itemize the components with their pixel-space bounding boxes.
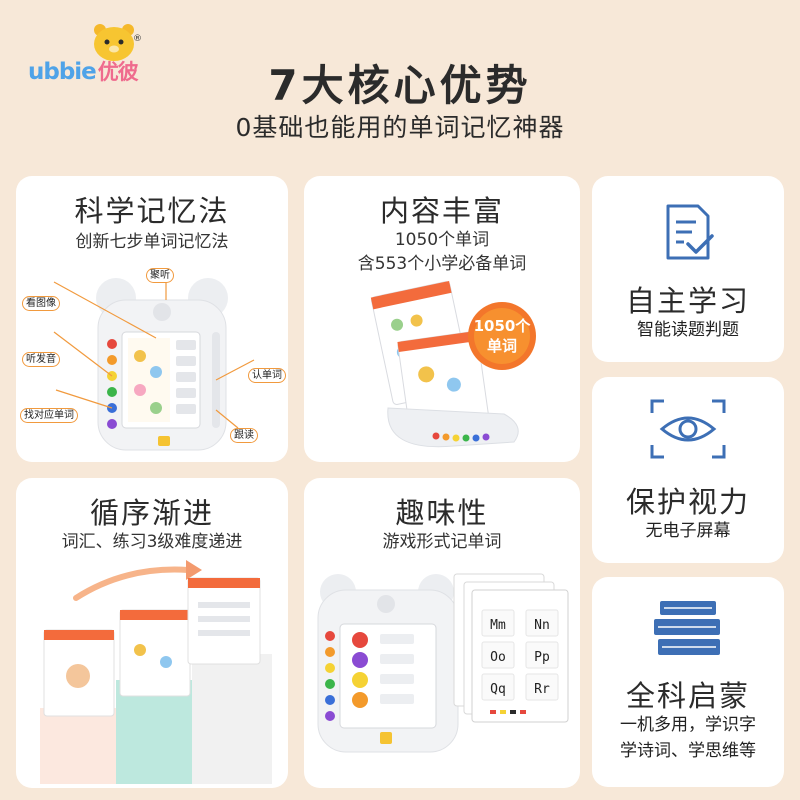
- difficulty-levels-illustration: [40, 560, 272, 784]
- card-line-1: 1050个单词: [394, 230, 490, 250]
- burst-line-1: 1050个: [473, 317, 531, 335]
- callout-find: 找对应单词: [20, 408, 78, 423]
- card-title: 内容丰富: [379, 194, 504, 228]
- logo-wordmark: ubbie优彼: [28, 56, 139, 86]
- card-subtitle: 词汇、练习3级难度递进: [61, 532, 243, 552]
- callout-follow: 跟读: [230, 428, 258, 443]
- card-scientific-memory: 科学记忆法 创新七步单词记忆法 聚听 看图像 听发音 找对应单词 认单词: [16, 176, 288, 462]
- card-title: 保护视力: [625, 485, 750, 519]
- card-subtitle: 无电子屏幕: [645, 521, 731, 541]
- logo-cn: 优彼: [97, 60, 139, 84]
- card-line-2: 学诗词、学思维等: [620, 741, 756, 761]
- logo-latin: ubbie: [28, 59, 97, 85]
- game-device-illustration: Mm Nn Oo Pp Qq Rr: [317, 573, 569, 753]
- card-fun: 趣味性 游戏形式记单词 Mm Nn: [304, 478, 580, 788]
- word-cards-illustration: [370, 280, 536, 448]
- card-title: 自主学习: [625, 284, 750, 318]
- card-title: 循序渐进: [89, 496, 214, 530]
- callout-hear: 听发音: [22, 352, 60, 367]
- card-all-subjects: 全科启蒙 一机多用，学识字 学诗词、学思维等: [592, 577, 784, 787]
- eye-icon: [650, 399, 726, 459]
- card-subtitle: 创新七步单词记忆法: [75, 232, 229, 252]
- card-line-1: 一机多用，学识字: [620, 715, 756, 735]
- card-self-learning: 自主学习 智能读题判题: [592, 176, 784, 362]
- card-title: 趣味性: [395, 496, 489, 530]
- checklist-icon: [666, 204, 714, 260]
- card-progressive: 循序渐进 词汇、练习3级难度递进: [16, 478, 288, 788]
- card-title: 科学记忆法: [74, 194, 230, 228]
- page-subtitle: 0基础也能用的单词记忆神器: [235, 113, 565, 142]
- card-rich-content: 内容丰富 1050个单词 含553个小学必备单词 1050个 单词: [304, 176, 580, 462]
- learning-device-illustration: [53, 268, 255, 451]
- card-title: 全科启蒙: [625, 679, 750, 713]
- card-subtitle: 游戏形式记单词: [382, 532, 502, 552]
- letter-card: Nn: [534, 618, 550, 633]
- callout-look: 看图像: [22, 296, 60, 311]
- letter-card: Qq: [490, 682, 506, 697]
- letter-card: Oo: [490, 650, 506, 665]
- card-line-2: 含553个小学必备单词: [357, 254, 527, 274]
- brand-logo: ubbie优彼 ®: [18, 20, 188, 92]
- books-icon: [654, 601, 720, 655]
- page-title: 7大核心优势: [268, 61, 532, 110]
- callout-listen: 聚听: [146, 268, 174, 283]
- callout-recognize: 认单词: [248, 368, 286, 383]
- letter-card: Pp: [534, 650, 550, 665]
- letter-card: Rr: [534, 682, 550, 697]
- registered-mark: ®: [133, 34, 142, 44]
- burst-line-2: 单词: [486, 337, 517, 355]
- card-subtitle: 智能读题判题: [637, 320, 739, 340]
- bear-logo-icon: [94, 24, 134, 61]
- letter-card: Mm: [490, 618, 506, 633]
- card-eye-protection: 保护视力 无电子屏幕: [592, 377, 784, 563]
